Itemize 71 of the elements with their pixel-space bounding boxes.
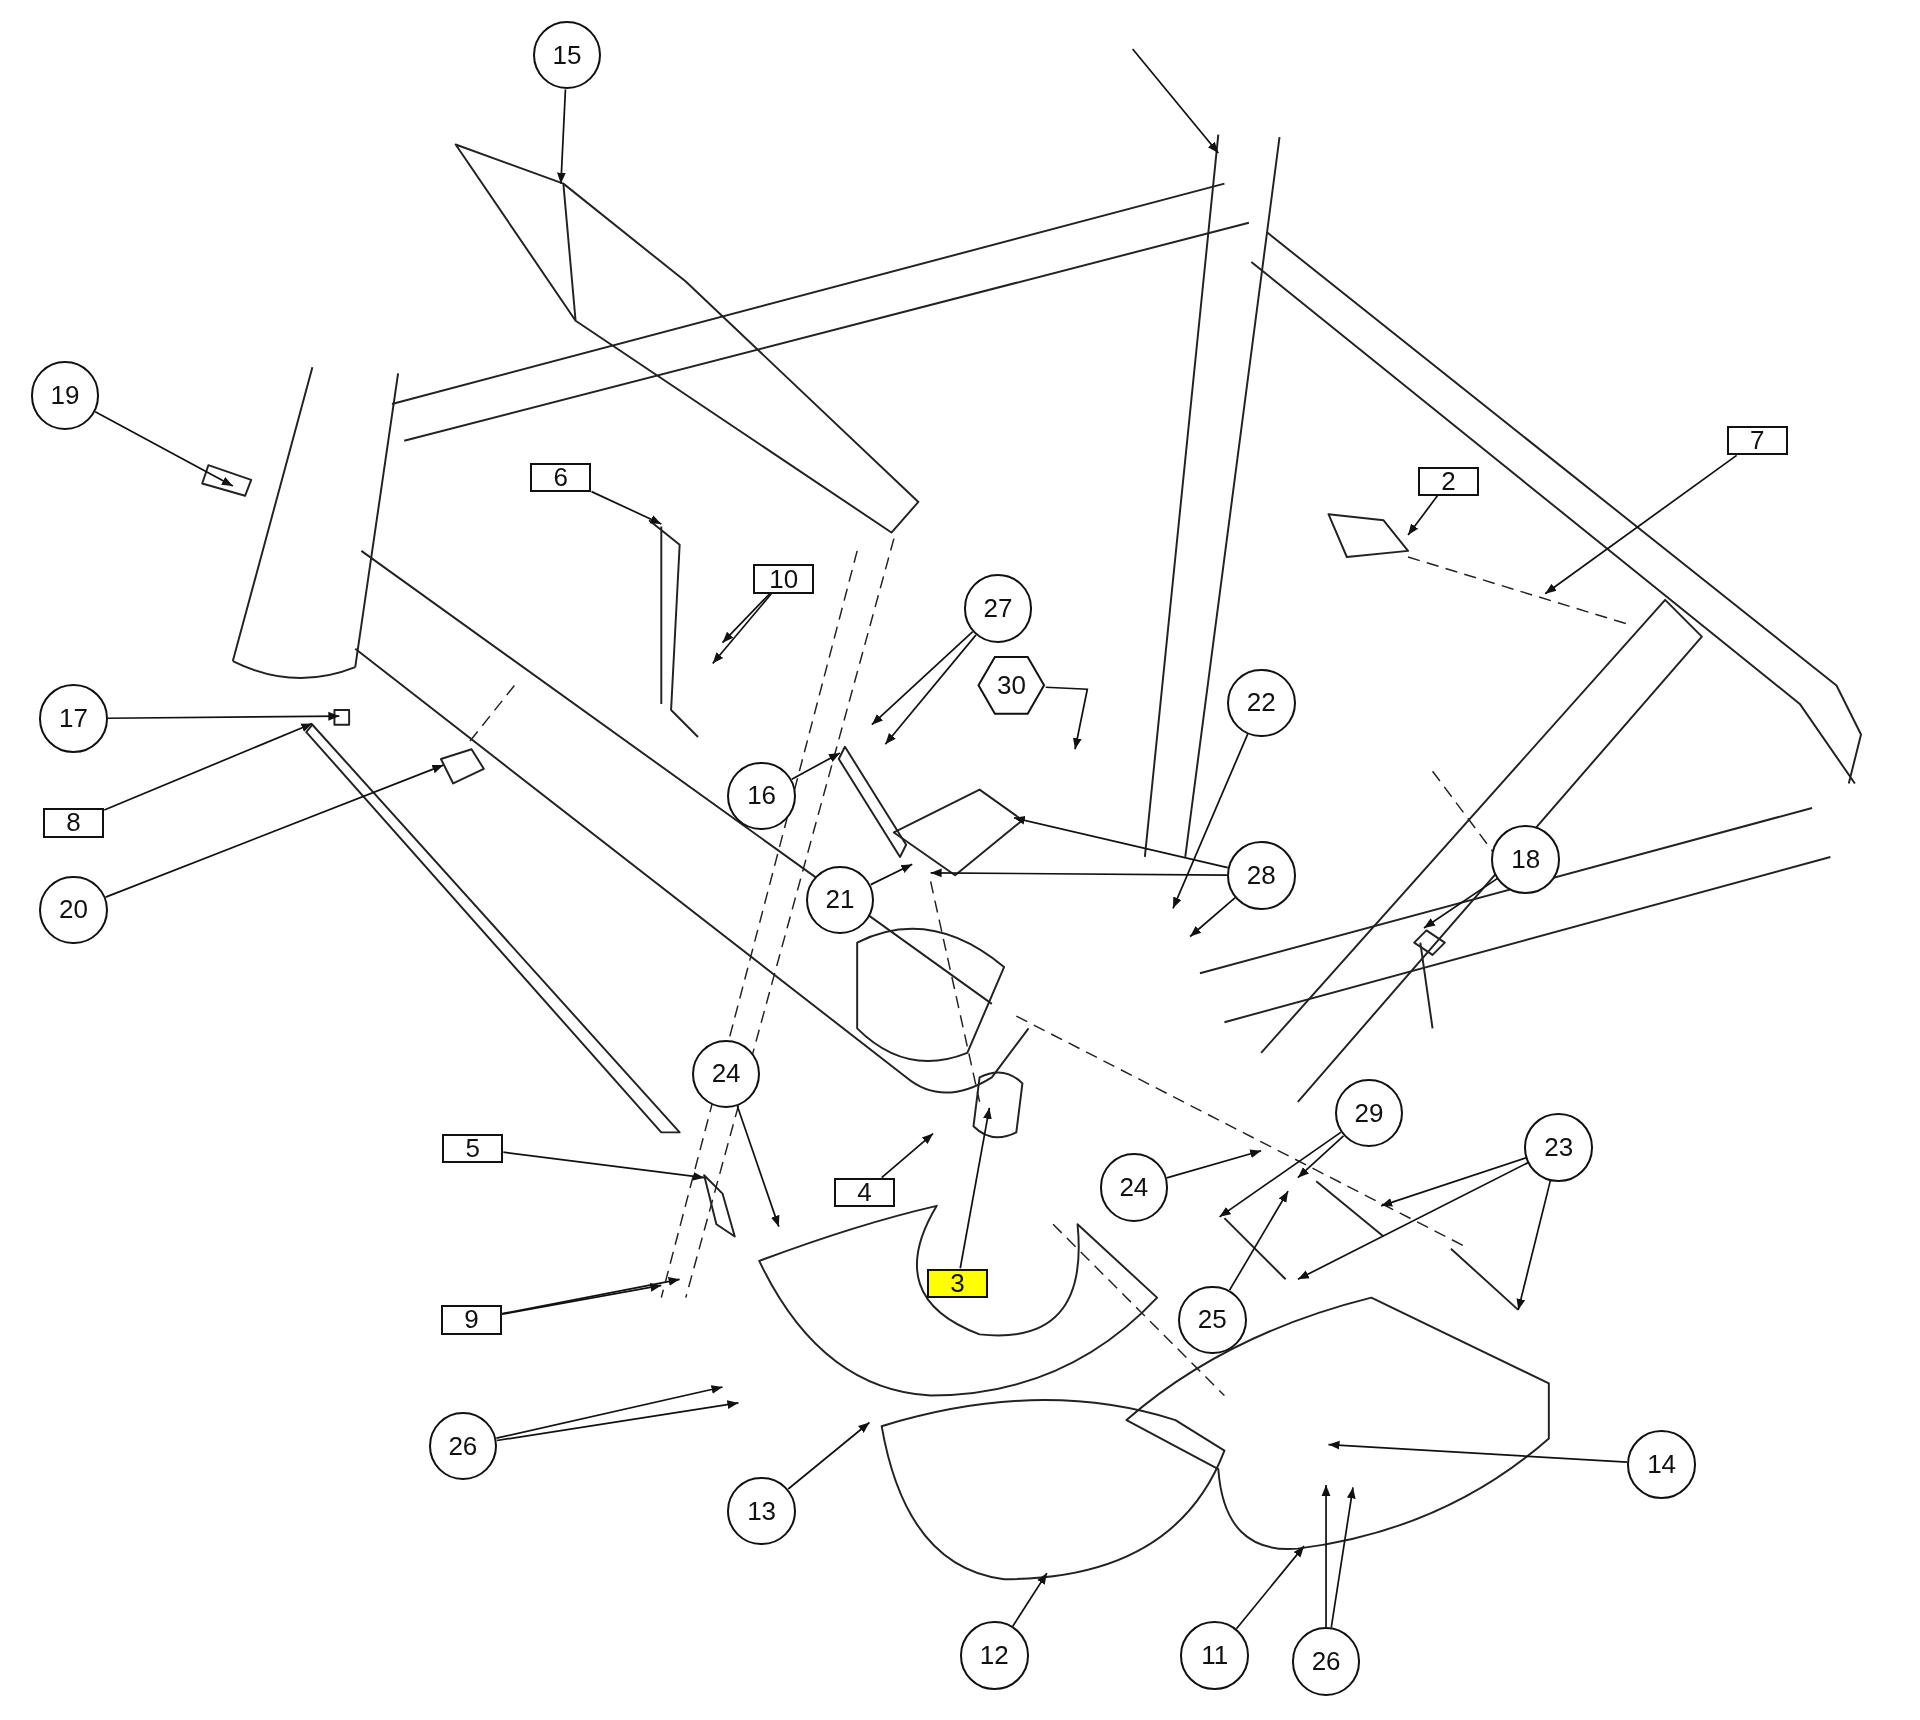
callout-circle: 29 [1334, 1078, 1404, 1148]
callout-circle: 26 [1291, 1627, 1361, 1696]
callout-circle: 13 [727, 1476, 796, 1546]
callout-circle: 27 [963, 574, 1033, 643]
leader-line [1013, 815, 1229, 869]
callout-box: 6 [530, 462, 592, 493]
leader-line [1218, 1131, 1342, 1218]
leader-line [1321, 1484, 1331, 1628]
callout-circle: 16 [727, 761, 796, 831]
leader-line [495, 1385, 724, 1440]
leader-line [1330, 1486, 1356, 1629]
leader-line [1380, 1157, 1527, 1207]
leader-line [1235, 1545, 1305, 1630]
leader-line [1011, 1572, 1048, 1628]
leader-line [501, 1283, 663, 1316]
callout-circle: 25 [1177, 1285, 1247, 1355]
leader-line [557, 88, 567, 185]
callout-circle: 12 [960, 1621, 1029, 1690]
callout-circle: 28 [1226, 841, 1296, 910]
callout-circle: 24 [691, 1039, 761, 1109]
leader-line [929, 868, 1228, 878]
leader-line [1189, 896, 1237, 938]
callout-circle: 26 [428, 1411, 498, 1481]
leader-line [103, 722, 314, 811]
leader-line [1172, 733, 1249, 910]
callout-box: 2 [1417, 466, 1480, 496]
leader-line [880, 1132, 934, 1179]
callout-circle: 17 [39, 684, 108, 754]
leader-line [790, 752, 841, 781]
callout-circle: 23 [1524, 1113, 1594, 1182]
leader-line [104, 764, 445, 898]
callout-box: 7 [1726, 426, 1788, 456]
leader-line [1407, 494, 1439, 536]
leader-line [501, 1277, 681, 1315]
leader-line [496, 1400, 740, 1442]
callout-circle: 19 [30, 361, 100, 430]
leader-line [1327, 1440, 1629, 1464]
callout-circle: 22 [1226, 668, 1296, 738]
leader-line [736, 1105, 780, 1228]
leader-line [1297, 1161, 1529, 1281]
leader-line [787, 1421, 871, 1490]
leader-line [1544, 454, 1738, 595]
leader-line [590, 490, 663, 525]
callout-box: 5 [442, 1133, 504, 1164]
leader-line [1165, 1149, 1262, 1179]
callout-circle: 21 [805, 865, 875, 935]
callout-circle: 11 [1180, 1621, 1249, 1690]
leader-line [107, 711, 341, 721]
leader-line [884, 634, 977, 746]
callout-circle: 24 [1099, 1153, 1169, 1223]
leader-line [94, 410, 234, 487]
leader-line [1516, 1179, 1552, 1311]
leader-line [1228, 1190, 1289, 1292]
callout-box: 4 [833, 1177, 896, 1208]
leader-line [1044, 686, 1089, 751]
leader-line [721, 592, 771, 644]
callout-box: 10 [753, 564, 815, 594]
leader-line [1297, 1135, 1345, 1179]
callout-circle: 15 [532, 20, 602, 90]
callout-circle: 20 [39, 875, 108, 945]
leader-line [959, 1107, 992, 1270]
leader-line [711, 592, 773, 665]
leader-line [1423, 877, 1499, 929]
callout-box: 9 [440, 1305, 503, 1335]
callout-box: 8 [42, 808, 105, 838]
callout-circle: 18 [1491, 825, 1560, 894]
leader-line [871, 630, 974, 726]
leader-line [502, 1151, 705, 1181]
callout-circle: 14 [1627, 1430, 1696, 1499]
leader-line [869, 863, 914, 886]
callout-box: 3 [926, 1268, 989, 1298]
